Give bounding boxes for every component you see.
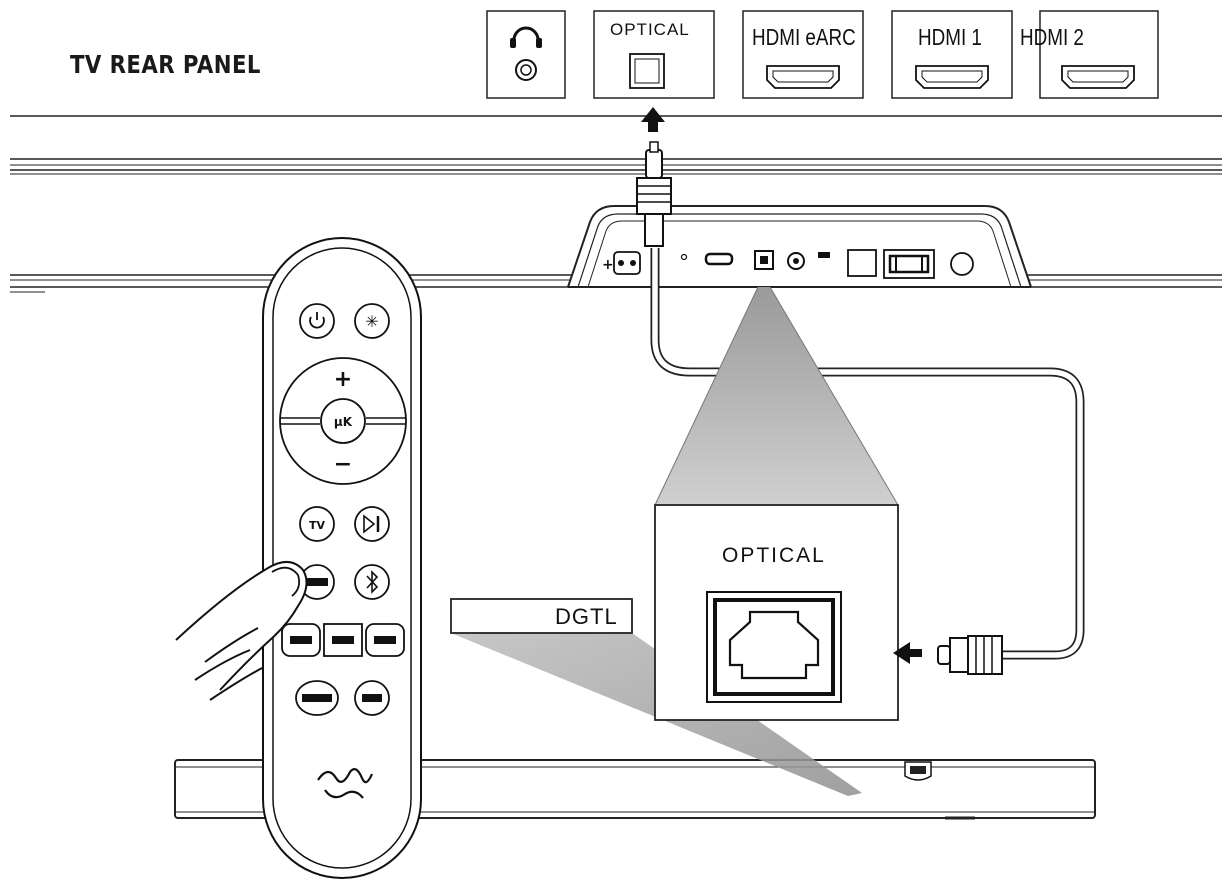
soundbar-connector-housing: + xyxy=(567,205,1032,288)
hdmi-earc-port-box xyxy=(742,10,864,99)
hdmi-earc-port-label: HDMI eARC xyxy=(752,24,856,50)
brand-logo xyxy=(317,768,374,799)
zoom-optical-label: OPTICAL xyxy=(722,544,826,567)
headphone-port xyxy=(486,10,566,99)
night-button xyxy=(354,680,390,716)
volume-up-label: + xyxy=(334,367,352,392)
panel-title: TV REAR PANEL xyxy=(70,50,261,79)
bluetooth-button xyxy=(354,564,390,600)
display-box xyxy=(450,598,633,634)
optical-zoom-box xyxy=(654,504,899,721)
optical-cable xyxy=(636,141,1085,660)
plug-in-arrow-icon xyxy=(893,642,922,664)
svg-text:TV: TV xyxy=(309,519,326,532)
optical-port-label: OPTICAL xyxy=(610,20,690,39)
power-button xyxy=(299,303,335,339)
finger-illustration xyxy=(175,561,308,701)
eq-button xyxy=(295,680,339,716)
optical-port-box xyxy=(593,10,715,99)
svg-text:✳: ✳ xyxy=(365,312,378,331)
volume-ring: + − µK xyxy=(279,357,407,485)
light-button: ✳ xyxy=(354,303,390,339)
tv-button: TV xyxy=(299,506,335,542)
hdmi1-port-label: HDMI 1 xyxy=(918,24,982,50)
zoom-beam xyxy=(655,287,898,505)
volume-down-label: − xyxy=(334,452,352,477)
remote-control: ✳ + − µK TV xyxy=(262,237,422,879)
hdmi2-port-label: HDMI 2 xyxy=(1020,24,1084,50)
mode-button-row xyxy=(281,623,405,657)
play-pause-button xyxy=(354,506,390,542)
optical-plug-zoom xyxy=(937,635,1003,675)
hdmi1-port-box xyxy=(891,10,1013,99)
mute-label: µK xyxy=(334,415,353,429)
insert-arrow-icon xyxy=(641,107,665,132)
hdmi2-port-box xyxy=(1039,10,1159,99)
display-text: DGTL xyxy=(555,604,618,629)
svg-text:+: + xyxy=(602,257,614,273)
